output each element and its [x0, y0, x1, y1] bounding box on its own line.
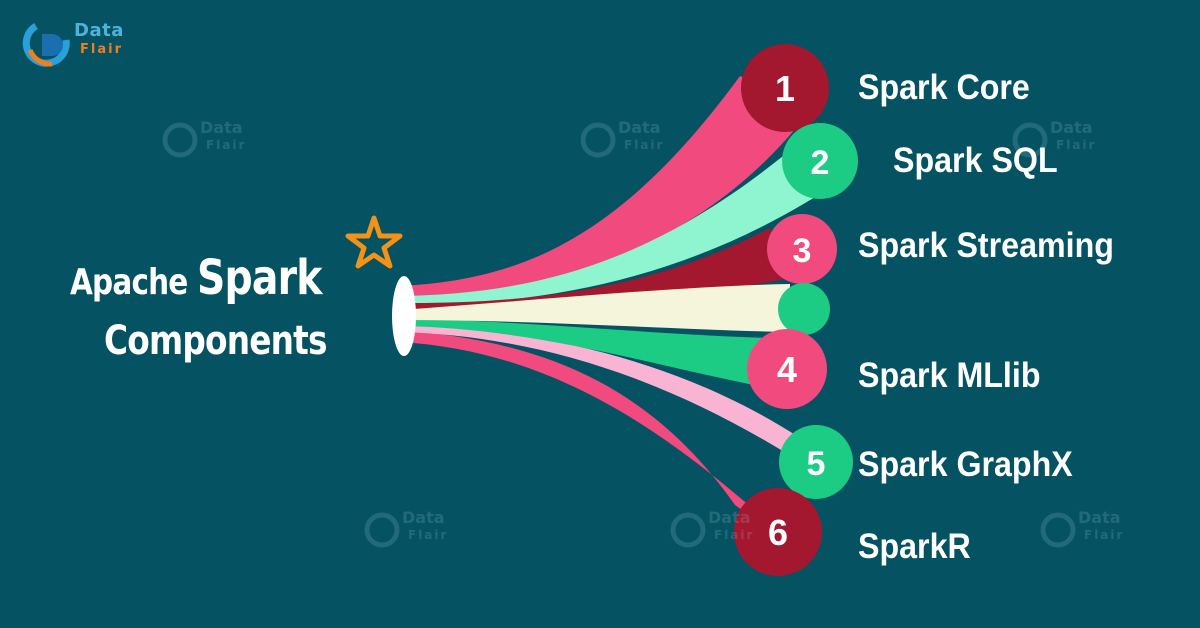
component-2-number: 2 [811, 144, 830, 182]
ribbon-extra [400, 284, 790, 332]
star-icon [345, 215, 403, 269]
component-5-number: 5 [807, 445, 826, 483]
brand-word-flair: Flair [80, 42, 123, 57]
component-1-label: Spark Core [858, 68, 1030, 107]
title-emphasis: Spark [196, 250, 322, 306]
component-3-number: 3 [793, 232, 812, 270]
component-1-circle [741, 44, 829, 132]
brand-logo: Data Flair [22, 18, 152, 68]
component-3-circle [767, 214, 837, 284]
component-1-number: 1 [775, 68, 795, 109]
title-line-1: Apache Spark [70, 250, 322, 306]
brand-word-data: Data [74, 20, 124, 41]
component-4-number: 4 [777, 349, 797, 390]
component-5-label: Spark GraphX [858, 445, 1073, 484]
component-4-label: Spark MLlib [858, 356, 1041, 395]
title-prefix: Apache [70, 262, 188, 303]
component-5-circle [779, 425, 853, 499]
component-6-number: 6 [768, 512, 788, 553]
component-2-circle [782, 123, 858, 199]
ribbon-1 [400, 76, 812, 298]
title-line-2: Components [104, 318, 328, 364]
brand-logo-icon [22, 22, 70, 67]
component-2-label: Spark SQL [893, 141, 1058, 180]
component-4-circle [747, 329, 827, 409]
ribbon-4 [400, 318, 770, 388]
extra-circle [778, 283, 830, 335]
component-3-label: Spark Streaming [858, 226, 1114, 265]
component-6-label: SparkR [858, 527, 971, 566]
funnel-mouth [392, 276, 416, 356]
component-6-circle [734, 488, 822, 576]
